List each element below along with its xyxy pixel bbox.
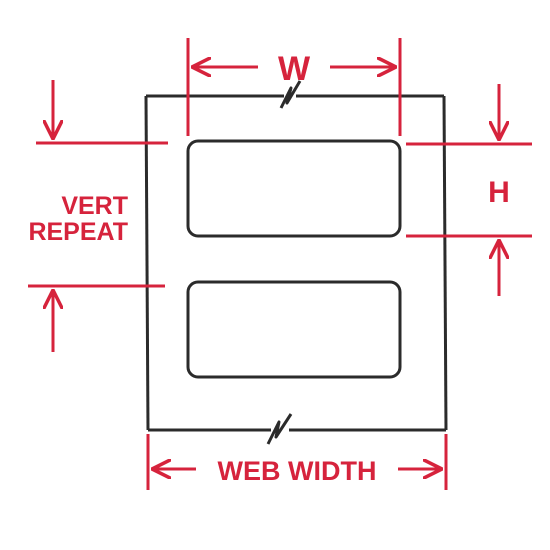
width-label: W [278,50,311,88]
web-width-label: WEB WIDTH [218,456,377,486]
web-right-edge [442,95,448,431]
height-dimension [406,84,532,296]
break-mark-top [279,80,302,109]
label-1 [186,139,402,238]
vert-repeat-label-line1: VERT [61,192,128,220]
width-dimension [186,38,402,136]
label-2 [186,280,402,379]
web-width-dimension [146,434,448,490]
vert-repeat-label-line2: REPEAT [28,218,128,246]
break-mark-bottom [266,413,293,445]
web-liner-outline [144,80,448,445]
web-left-edge [144,95,150,431]
height-label: H [488,176,510,209]
vert-repeat-dimension [28,80,168,352]
